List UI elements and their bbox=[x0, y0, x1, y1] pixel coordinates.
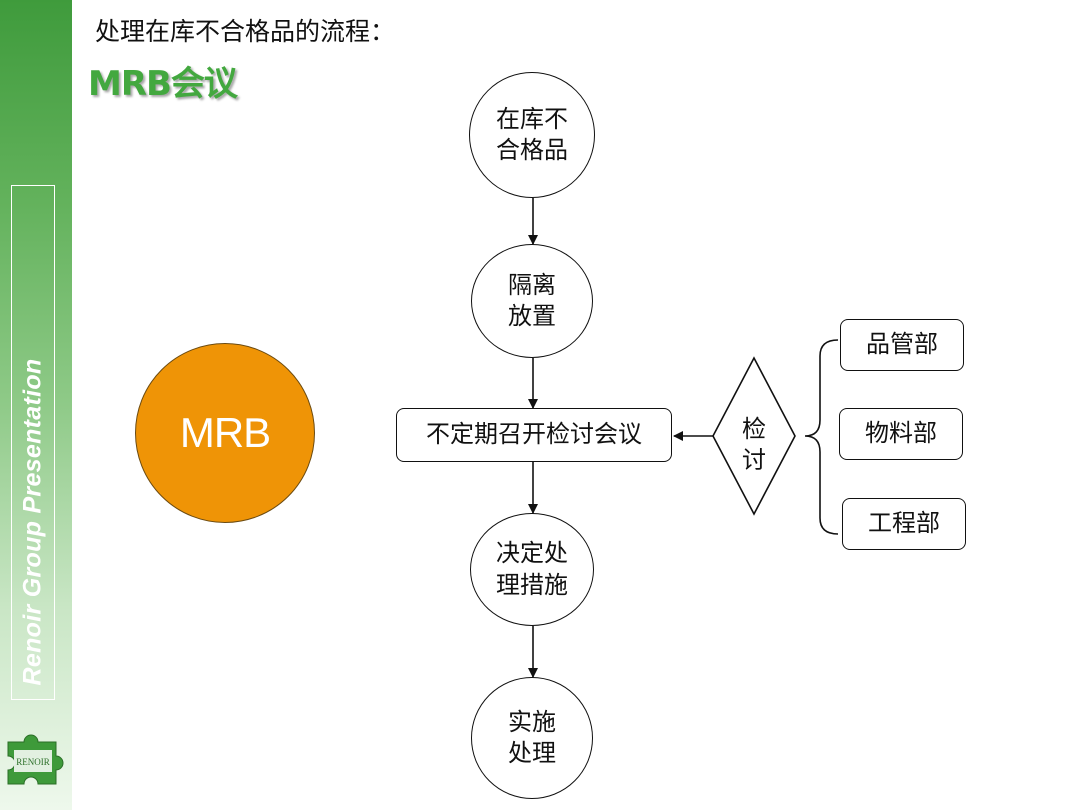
flow-node-text: 理措施 bbox=[496, 570, 568, 599]
department-materials: 物料部 bbox=[839, 408, 963, 460]
flow-node-text: 隔离 bbox=[508, 270, 556, 299]
renoir-logo: RENOIR bbox=[7, 734, 64, 785]
page-subtitle: MRB会议 bbox=[88, 64, 238, 104]
page-title: 处理在库不合格品的流程： bbox=[95, 17, 396, 46]
department-quality: 品管部 bbox=[840, 319, 964, 371]
flow-node-text: 不定期召开检讨会议 bbox=[426, 420, 642, 449]
review-label: 检 讨 bbox=[726, 410, 782, 480]
department-engineering: 工程部 bbox=[842, 498, 966, 550]
flow-node-isolate: 隔离 放置 bbox=[471, 244, 593, 358]
mrb-badge: MRB bbox=[135, 343, 315, 523]
sidebar-frame bbox=[11, 185, 55, 700]
flow-node-text: 合格品 bbox=[496, 136, 568, 164]
department-label: 工程部 bbox=[868, 509, 940, 538]
sidebar-band: Renoir Group Presentation bbox=[0, 0, 72, 810]
flow-node-decide-measures: 决定处 理措施 bbox=[470, 513, 594, 626]
flow-node-execute: 实施 处理 bbox=[471, 677, 593, 799]
flow-node-text: 处理 bbox=[508, 739, 556, 767]
mrb-badge-label: MRB bbox=[179, 409, 271, 456]
flow-node-text: 实施 bbox=[508, 707, 556, 736]
review-label-line: 讨 bbox=[742, 446, 766, 474]
department-label: 品管部 bbox=[866, 330, 938, 359]
flow-node-text: 在库不 bbox=[496, 104, 568, 133]
flow-node-text: 放置 bbox=[508, 302, 556, 330]
review-diamond bbox=[712, 356, 796, 516]
logo-text: RENOIR bbox=[16, 757, 50, 767]
review-label-line: 检 bbox=[742, 414, 766, 443]
department-label: 物料部 bbox=[865, 419, 937, 448]
flow-node-text: 决定处 bbox=[496, 539, 568, 568]
department-brace bbox=[804, 339, 839, 535]
flow-node-defective-stock: 在库不 合格品 bbox=[469, 72, 595, 198]
flow-node-review-meeting: 不定期召开检讨会议 bbox=[396, 408, 672, 462]
